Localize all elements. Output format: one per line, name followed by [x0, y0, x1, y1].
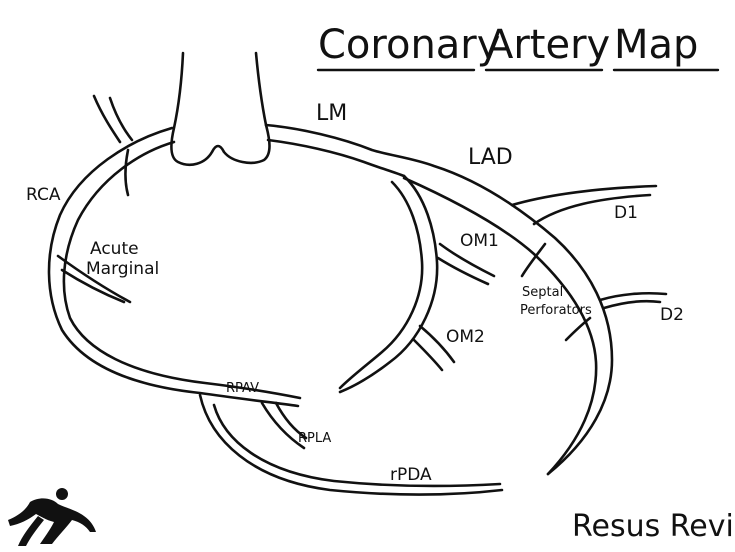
rpda-inner — [212, 403, 502, 488]
label-acute-marginal-line2: Marginal — [86, 259, 159, 279]
om1-branch-outer — [438, 242, 496, 278]
brand: Resus Review — [8, 488, 735, 546]
om1-branch-inner — [436, 256, 490, 286]
rpla-branch-inner — [274, 401, 308, 440]
label-d1: D1 — [614, 203, 638, 223]
rpda-outer — [198, 393, 504, 496]
label-lad: LAD — [468, 145, 513, 170]
label-om1: OM1 — [460, 231, 499, 251]
label-septal-line2: Perforators — [520, 303, 592, 318]
label-rpda: rPDA — [390, 465, 432, 485]
d1-branch-inner — [532, 193, 652, 226]
om2-branch-inner — [412, 338, 444, 372]
label-septal-line1: Septal — [522, 285, 563, 300]
aorta-root — [170, 51, 271, 166]
lm-inner — [266, 138, 406, 178]
title-word-artery: Artery — [486, 22, 610, 68]
septal-perforator-1 — [520, 242, 547, 278]
circumflex-inner — [338, 180, 424, 390]
septal-perforator-2 — [564, 316, 592, 342]
rca-system — [47, 94, 302, 408]
title-word-map: Map — [614, 22, 698, 68]
acute-marginal-outer — [56, 254, 132, 304]
circumflex-outer — [338, 174, 439, 394]
rca-inner — [62, 140, 302, 400]
label-lm: LM — [316, 101, 347, 126]
posterior-system — [198, 393, 504, 496]
left-system — [264, 123, 668, 476]
title-word-coronary: Coronary — [318, 22, 500, 68]
rpla-branch-outer — [260, 401, 306, 450]
d2-branch-outer — [598, 291, 668, 302]
runner-silhouette-icon — [8, 488, 96, 546]
title-group: Coronary Artery Map — [316, 22, 720, 72]
lad-inner — [402, 176, 598, 476]
labels: LM LAD RCA Acute Marginal OM1 OM2 D1 D2 … — [26, 101, 684, 485]
aorta — [170, 51, 271, 166]
label-rca: RCA — [26, 185, 61, 205]
d1-branch-outer — [510, 184, 658, 207]
lad-outer — [264, 123, 614, 476]
om2-branch-outer — [418, 324, 456, 364]
conus-branch-inner — [108, 96, 134, 142]
label-rpla: RPLA — [298, 431, 331, 446]
label-d2: D2 — [660, 305, 684, 325]
label-om2: OM2 — [446, 327, 485, 347]
acute-marginal-inner — [60, 268, 126, 304]
conus-branch-outer — [92, 94, 122, 144]
brand-name: Resus Review — [572, 509, 735, 544]
d2-branch-inner — [602, 299, 662, 310]
rca-outer — [47, 126, 300, 408]
label-acute-marginal-line1: Acute — [90, 239, 139, 259]
rv-branch-stub — [124, 148, 130, 197]
label-rpav: RPAV — [226, 381, 259, 396]
